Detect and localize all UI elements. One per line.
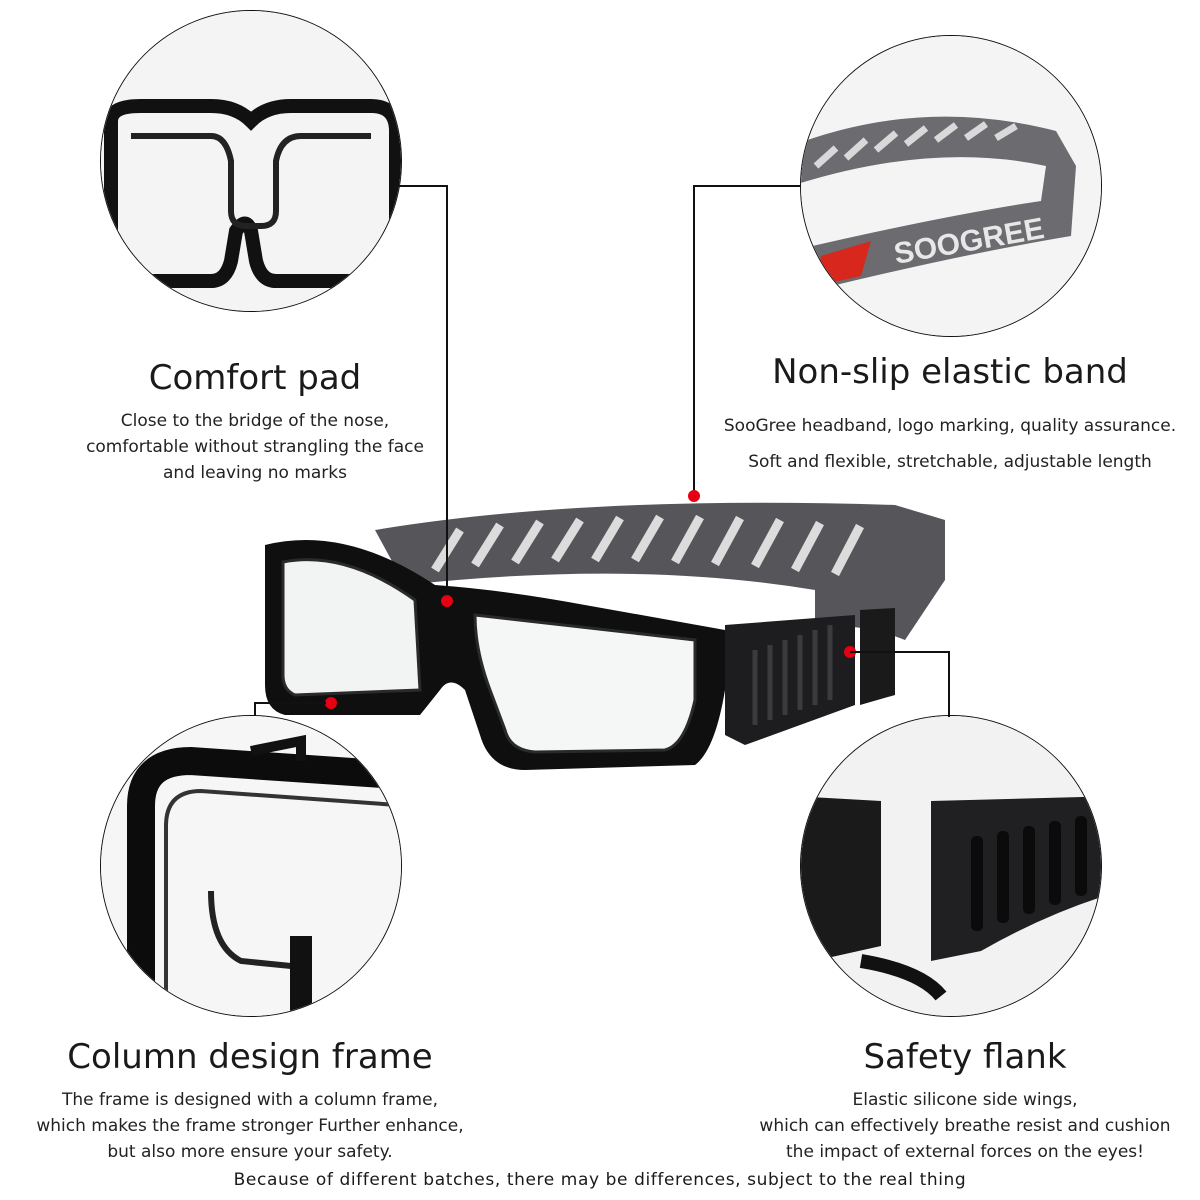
safety-flank-line-1: Elastic silicone side wings, <box>852 1090 1078 1110</box>
safety-flank-line-3: the impact of external forces on the eye… <box>786 1142 1144 1162</box>
comfort-pad-marker <box>441 595 453 607</box>
column-frame-line-2: which makes the frame stronger Further e… <box>36 1116 464 1136</box>
safety-flank-leader-v <box>948 651 950 717</box>
comfort-pad-leader-h <box>398 185 447 187</box>
comfort-pad-leader-v <box>446 185 448 601</box>
comfort-pad-title: Comfort pad <box>148 358 362 398</box>
comfort-pad-description: Close to the bridge of the nose, comfort… <box>60 408 450 486</box>
column-frame-leader-v <box>254 702 256 716</box>
column-frame-line-1: The frame is designed with a column fram… <box>62 1090 438 1110</box>
elastic-band-line-2: Soft and flexible, stretchable, adjustab… <box>748 452 1152 472</box>
safety-flank-description: Elastic silicone side wings, which can e… <box>730 1087 1200 1165</box>
column-frame-leader-h <box>254 702 326 704</box>
safety-flank-line-2: which can effectively breathe resist and… <box>759 1116 1171 1136</box>
column-frame-line-3: but also more ensure your safety. <box>107 1142 393 1162</box>
safety-flank-closeup <box>800 715 1102 1017</box>
elastic-band-line-1: SooGree headband, logo marking, quality … <box>723 416 1177 436</box>
column-frame-marker <box>325 697 337 709</box>
comfort-pad-closeup <box>100 10 402 312</box>
safety-flank-title: Safety flank <box>863 1037 1067 1077</box>
elastic-band-marker <box>688 490 700 502</box>
column-frame-closeup <box>100 715 402 1017</box>
safety-flank-leader-h <box>850 651 950 653</box>
elastic-band-closeup: SOOGREE <box>800 35 1102 337</box>
elastic-band-title: Non-slip elastic band <box>772 352 1128 392</box>
comfort-pad-line-2: comfortable without strangling the face <box>86 437 424 457</box>
column-frame-title: Column design frame <box>67 1037 433 1077</box>
comfort-pad-line-3: and leaving no marks <box>163 463 347 483</box>
column-frame-description: The frame is designed with a column fram… <box>20 1087 480 1165</box>
elastic-band-description: SooGree headband, logo marking, quality … <box>720 408 1180 480</box>
elastic-band-leader-v <box>693 185 695 495</box>
elastic-band-leader-h <box>693 185 801 187</box>
goggles-product-image <box>255 490 965 790</box>
footer-disclaimer: Because of different batches, there may … <box>233 1170 967 1190</box>
comfort-pad-line-1: Close to the bridge of the nose, <box>120 411 390 431</box>
